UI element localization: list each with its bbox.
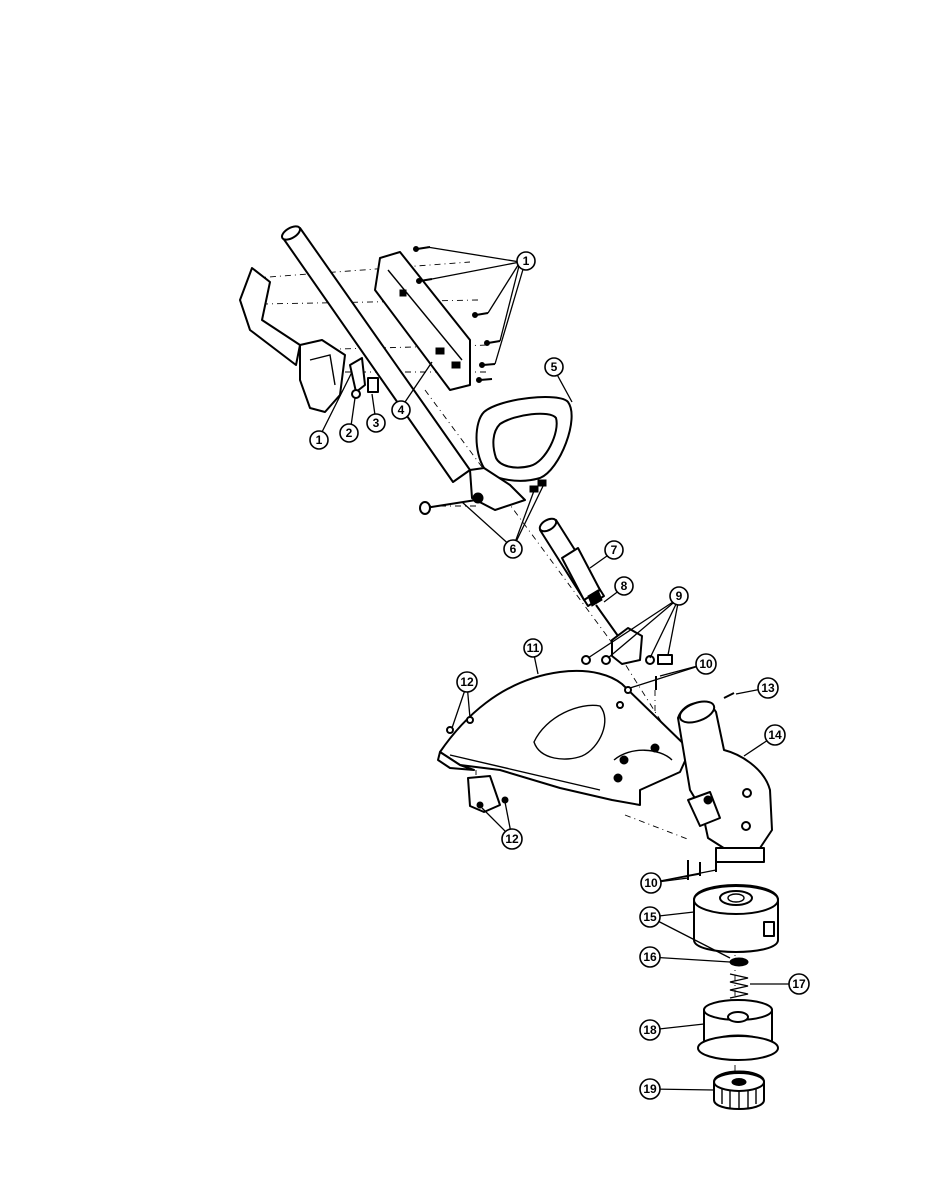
callout-7: 7 [604,540,624,560]
washer [729,957,749,967]
callout-12-lower: 12 [501,828,523,850]
callout-14: 14 [764,724,786,746]
svg-text:8: 8 [621,579,628,593]
svg-text:5: 5 [551,360,558,374]
callout-11: 11 [523,638,543,658]
callout-19: 19 [639,1078,661,1100]
gear-head-screws [687,860,717,880]
svg-text:18: 18 [643,1023,657,1037]
callout-1-upper: 1 [516,251,536,271]
svg-text:3: 3 [373,416,380,430]
callout-4: 4 [391,400,411,420]
spool-housing [693,884,779,953]
svg-text:10: 10 [644,876,658,890]
svg-text:1: 1 [316,433,323,447]
spool [697,999,779,1061]
svg-text:4: 4 [398,403,405,417]
callout-9: 9 [669,586,689,606]
callout-5: 5 [544,357,564,377]
svg-text:12: 12 [460,675,474,689]
svg-text:13: 13 [761,681,775,695]
callout-3: 3 [366,413,386,433]
callout-12-upper: 12 [456,671,478,693]
callout-8: 8 [614,576,634,596]
bump-knob [713,1070,765,1110]
guard-screws [446,676,657,734]
callout-1-lower: 1 [309,430,329,450]
svg-text:15: 15 [643,910,657,924]
callout-13: 13 [757,677,779,699]
svg-text:6: 6 [510,542,517,556]
svg-text:11: 11 [527,641,540,655]
lower-shaft-coupler [538,517,605,607]
shaft-clamp [581,627,673,665]
trigger-and-small-parts [349,357,379,399]
handle-housing-left [239,267,346,413]
gear-head [677,692,773,863]
svg-text:2: 2 [346,426,353,440]
svg-text:9: 9 [676,589,683,603]
svg-text:7: 7 [611,543,618,557]
svg-text:1: 1 [523,254,530,268]
callout-6: 6 [503,539,523,559]
svg-text:19: 19 [643,1082,657,1096]
callout-10-lower: 10 [640,872,662,894]
svg-text:12: 12 [505,832,519,846]
callout-16: 16 [639,946,661,968]
callout-10-upper: 10 [695,653,717,675]
callout-15: 15 [639,906,661,928]
callout-2: 2 [339,423,359,443]
drive-shaft [595,604,619,637]
svg-text:10: 10 [699,657,713,671]
svg-text:14: 14 [768,728,782,742]
spring [729,973,749,999]
handle-housing-right [374,251,471,391]
grass-guard [437,669,691,813]
assist-handle [419,396,573,515]
callout-17: 17 [788,973,810,995]
callout-18: 18 [639,1019,661,1041]
svg-text:16: 16 [643,950,657,964]
svg-text:17: 17 [792,977,806,991]
